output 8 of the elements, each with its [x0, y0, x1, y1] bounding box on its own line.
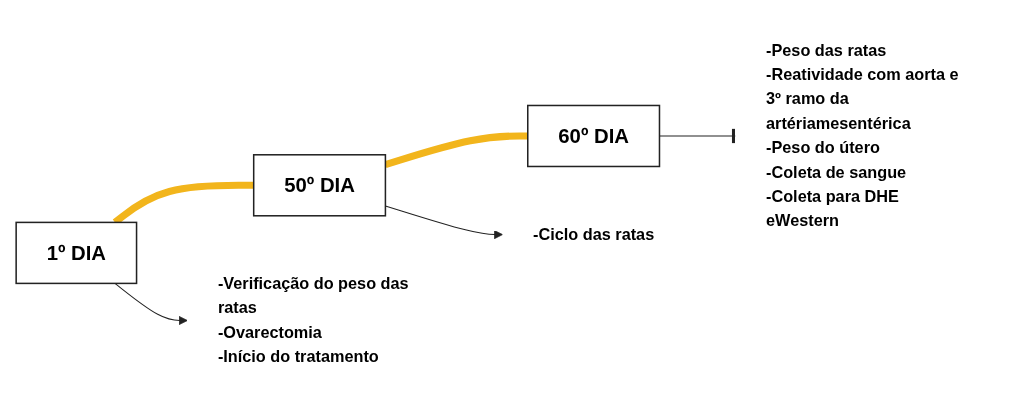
node-box: 50º DIA	[252, 154, 387, 217]
node-text: -Ciclo das ratas	[533, 225, 655, 243]
node-text: -Peso das ratas -Reatividade com aorta e 3º ramo da artériamesentérica -Peso do útero -Coleta de sangue -Coleta para DHE eWestern	[766, 41, 959, 230]
connector	[384, 132, 528, 169]
node-box: 1º DIA	[15, 221, 138, 285]
node-text: -Verificação do peso das ratas -Ovarectomia -Início do tratamento	[217, 274, 409, 366]
node-box: 60º DIA	[527, 104, 661, 168]
arrow	[114, 283, 188, 326]
